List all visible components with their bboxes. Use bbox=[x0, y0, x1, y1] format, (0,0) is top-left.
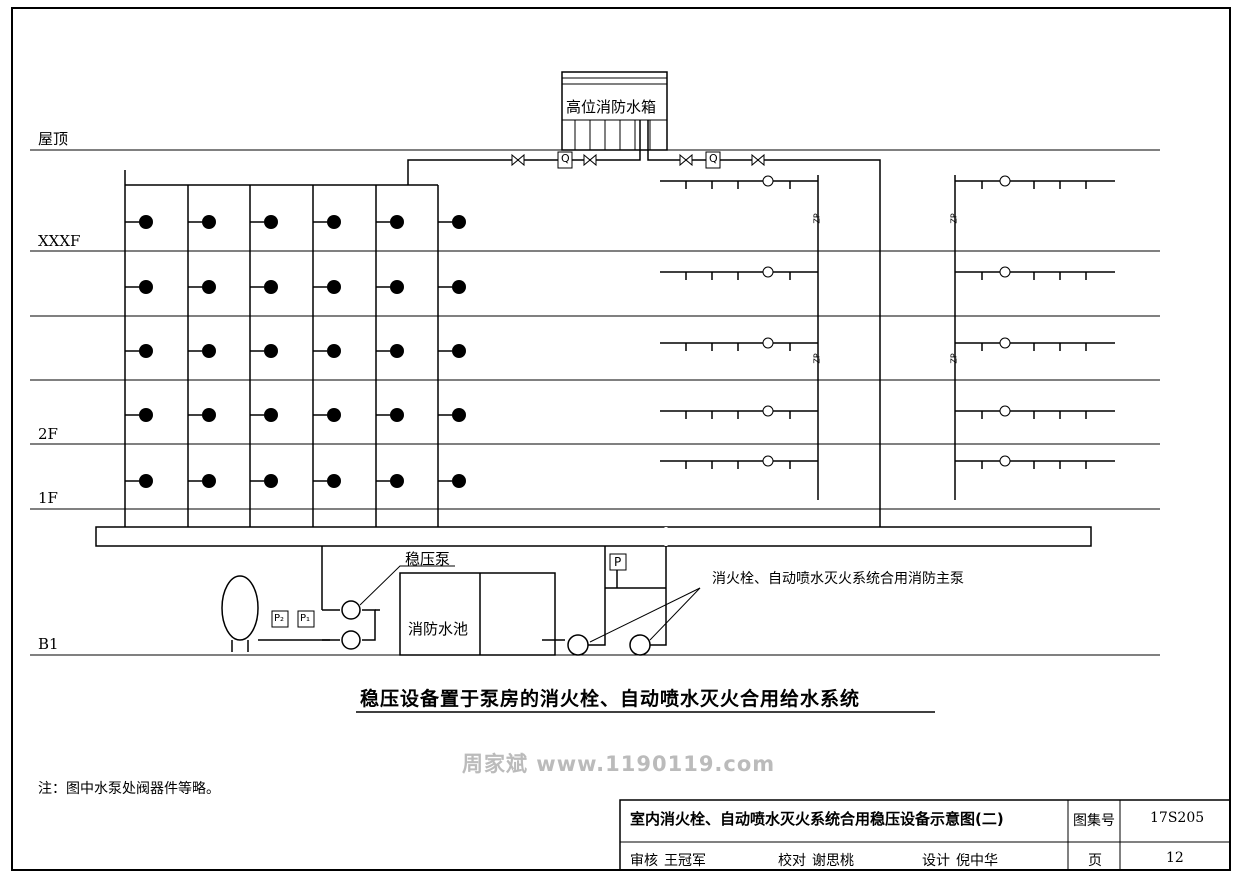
zp-label-1: ZP bbox=[812, 213, 822, 224]
flow-indicator-icon bbox=[999, 455, 1011, 467]
watermark: 周家斌 www.1190119.com bbox=[462, 752, 776, 776]
flow-indicator-icon bbox=[999, 266, 1011, 278]
tank-valves bbox=[511, 151, 765, 169]
hydrant-icon bbox=[390, 474, 404, 488]
zp-label-2: ZP bbox=[949, 213, 959, 224]
zp-label-3: ZP bbox=[812, 353, 822, 364]
hydrant-icon bbox=[390, 280, 404, 294]
hydrant-icon bbox=[390, 344, 404, 358]
flow-indicator-icon bbox=[762, 405, 774, 417]
page-number: 12 bbox=[1166, 850, 1184, 866]
pointer-lines bbox=[359, 565, 701, 643]
atlas-number: 17S205 bbox=[1150, 810, 1205, 826]
hydrant-icon bbox=[264, 408, 278, 422]
hydrant-icon bbox=[452, 215, 466, 229]
high-tank bbox=[561, 71, 668, 151]
hydrant-icon bbox=[202, 215, 216, 229]
review-label: 审核 bbox=[630, 853, 658, 869]
hydrant-icon bbox=[139, 344, 153, 358]
hydrant-icon bbox=[327, 474, 341, 488]
hydrant-icon bbox=[327, 280, 341, 294]
hydrant-icon bbox=[264, 280, 278, 294]
hydrant-icon bbox=[390, 215, 404, 229]
designer-name: 倪中华 bbox=[956, 853, 998, 869]
diagram-caption: 稳压设备置于泵房的消火栓、自动喷水灭火合用给水系统 bbox=[360, 688, 861, 710]
atlas-label: 图集号 bbox=[1073, 813, 1115, 829]
hydrant-icon bbox=[452, 474, 466, 488]
gauge-p2-label: P₂ bbox=[274, 613, 285, 624]
hydrant-icon bbox=[202, 280, 216, 294]
pressure-pump-label: 稳压泵 bbox=[405, 550, 451, 568]
footnote: 注：图中水泵处阀器件等略。 bbox=[38, 781, 220, 797]
title-block-grid bbox=[619, 799, 1231, 871]
page-label: 页 bbox=[1088, 853, 1102, 869]
pump-room bbox=[221, 546, 667, 656]
hydrant-icon bbox=[390, 408, 404, 422]
hydrant-icon bbox=[202, 474, 216, 488]
hydrant-icon bbox=[139, 215, 153, 229]
hydrant-icon bbox=[452, 408, 466, 422]
flow-indicator-icon bbox=[762, 266, 774, 278]
check-label: 校对 bbox=[778, 853, 806, 869]
floor-label-1f: 1F bbox=[38, 489, 58, 507]
hydrant-icon bbox=[327, 344, 341, 358]
flow-indicator-icon bbox=[762, 337, 774, 349]
floor-label-roof: 屋顶 bbox=[38, 130, 69, 148]
hydrant-icon bbox=[139, 408, 153, 422]
drawing-title: 室内消火栓、自动喷水灭火系统合用稳压设备示意图(二) bbox=[630, 810, 1004, 828]
floor-label-xxxf: XXXF bbox=[38, 232, 81, 250]
hydrant-icon bbox=[139, 474, 153, 488]
hydrant-icon bbox=[202, 344, 216, 358]
sprinkler-branches bbox=[660, 175, 1115, 469]
flow-indicator-icon bbox=[762, 175, 774, 187]
hydrant-icon bbox=[452, 344, 466, 358]
main-ring-pipe bbox=[95, 526, 1092, 547]
flow-indicator-icon bbox=[999, 405, 1011, 417]
reviewer-name: 王冠军 bbox=[664, 853, 706, 869]
flow-switch-left: Q bbox=[561, 152, 570, 165]
design-label: 设计 bbox=[922, 853, 950, 869]
flow-indicator-icon bbox=[762, 455, 774, 467]
hydrant-icon bbox=[139, 280, 153, 294]
zp-label-4: ZP bbox=[949, 353, 959, 364]
floor-lines bbox=[30, 149, 1160, 656]
hydrant-icon bbox=[202, 408, 216, 422]
fire-pool-label: 消防水池 bbox=[408, 620, 469, 638]
hydrant-icon bbox=[264, 474, 278, 488]
hydrant-icon bbox=[327, 215, 341, 229]
flow-indicator-icon bbox=[999, 175, 1011, 187]
gauge-p1-label: P₁ bbox=[300, 613, 311, 624]
flow-indicator-icon bbox=[999, 337, 1011, 349]
flow-switch-right: Q bbox=[709, 152, 718, 165]
hydrant-icon bbox=[264, 215, 278, 229]
hydrant-icon bbox=[264, 344, 278, 358]
gauges bbox=[271, 553, 627, 628]
hydrant-header bbox=[124, 170, 439, 527]
gauge-p-label: P bbox=[614, 555, 622, 569]
floor-label-b1: B1 bbox=[38, 635, 59, 653]
drawing-border bbox=[11, 7, 1231, 871]
hydrant-symbols bbox=[125, 215, 466, 488]
hydrant-icon bbox=[327, 408, 341, 422]
checker-name: 谢思桃 bbox=[812, 853, 854, 869]
main-pump-label: 消火栓、自动喷水灭火系统合用消防主泵 bbox=[712, 571, 964, 587]
floor-label-2f: 2F bbox=[38, 425, 58, 443]
sprinkler-risers bbox=[817, 175, 956, 500]
high-tank-label: 高位消防水箱 bbox=[566, 98, 657, 116]
hydrant-icon bbox=[452, 280, 466, 294]
